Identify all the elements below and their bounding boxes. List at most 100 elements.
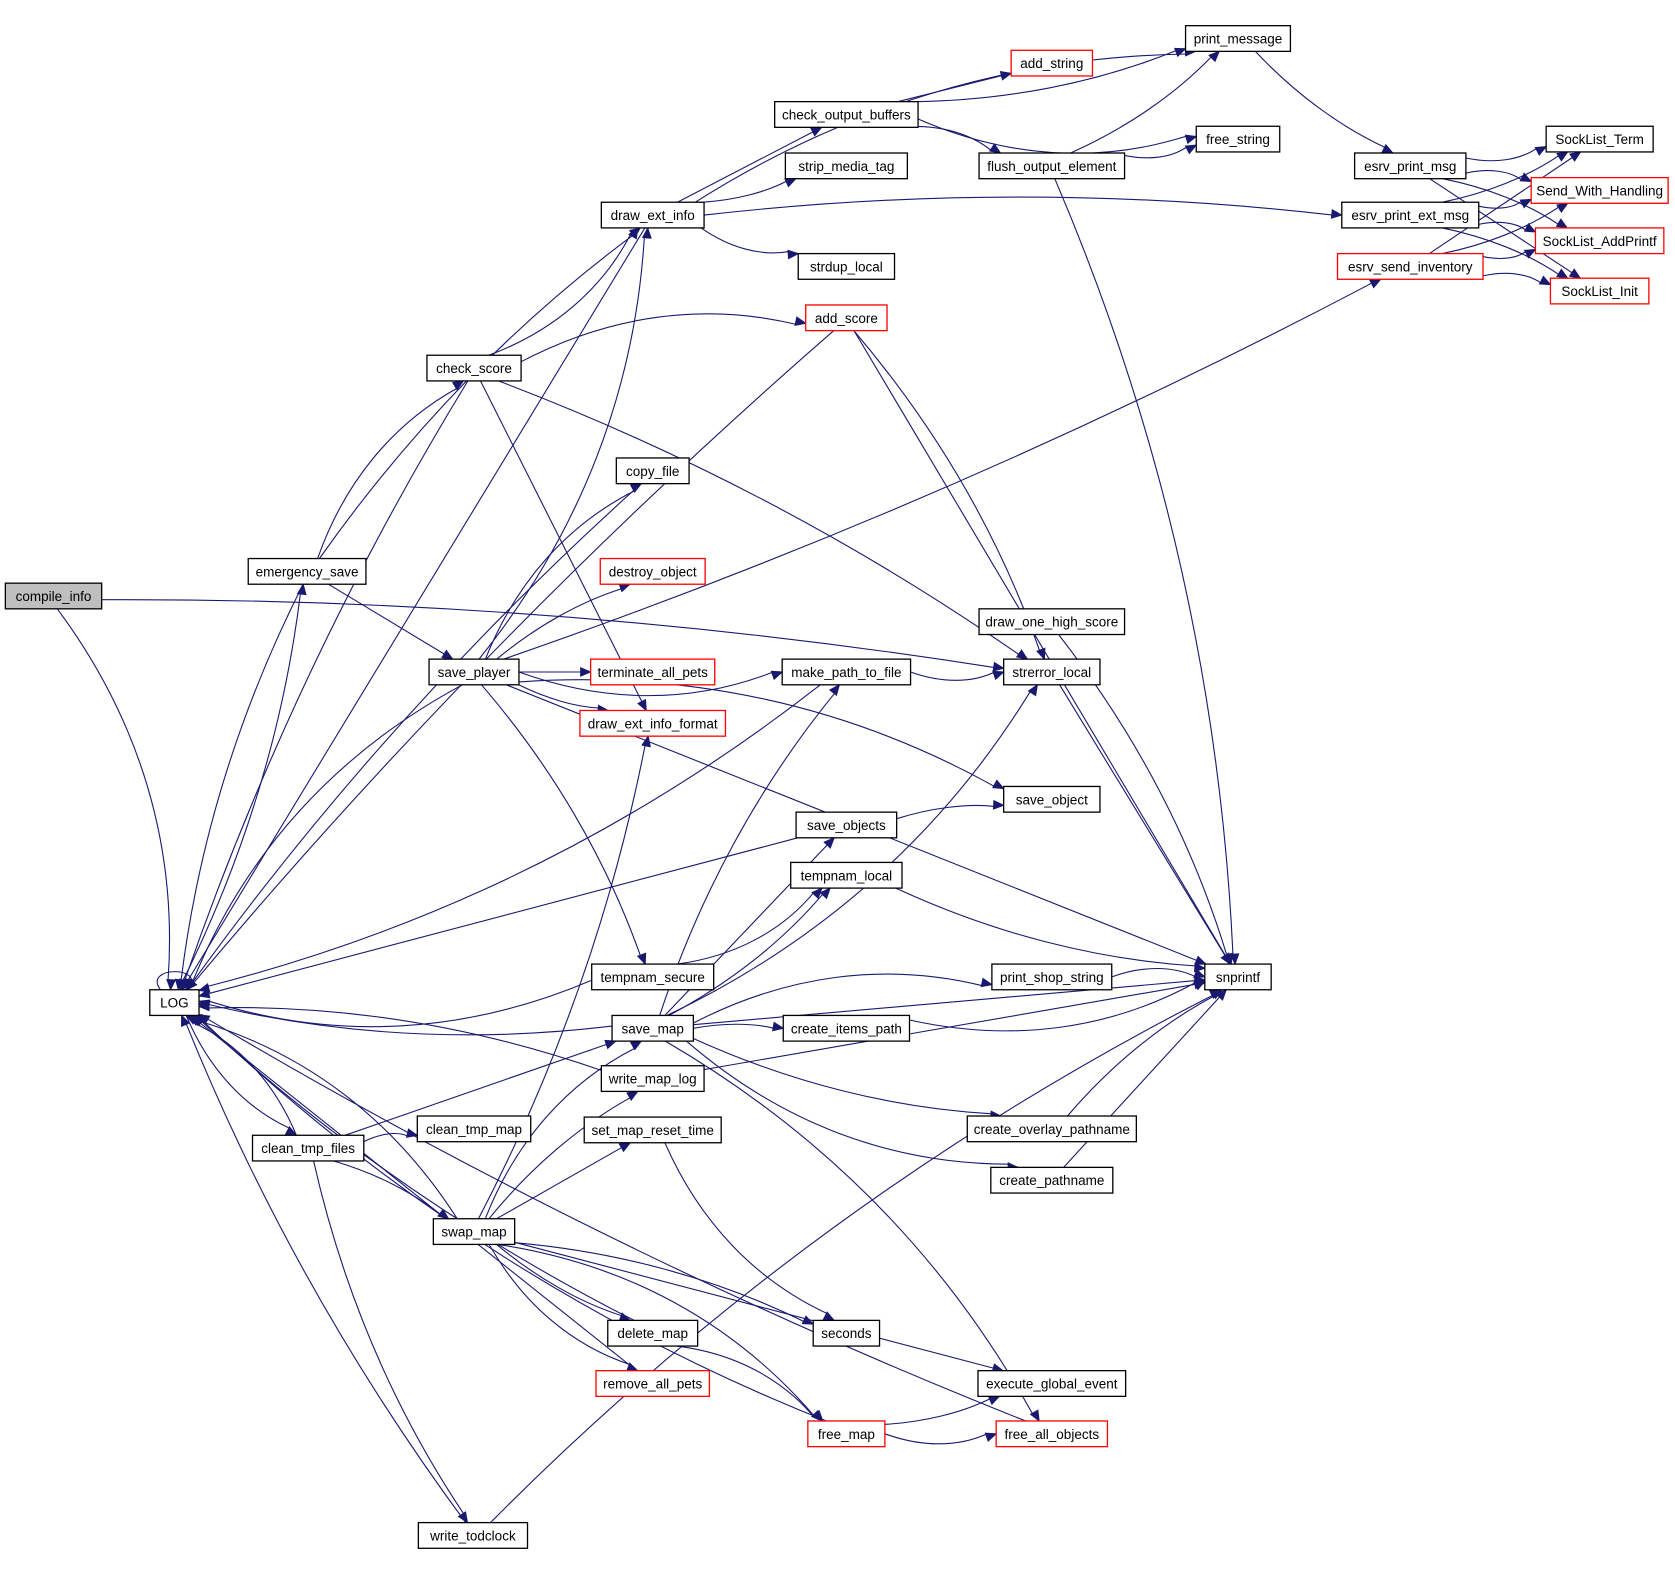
node-free-map[interactable]: free_map <box>807 1420 886 1448</box>
node-create-overlay-pathname[interactable]: create_overlay_pathname <box>966 1115 1137 1143</box>
node-label: save_map <box>622 1021 684 1036</box>
node-copy-file[interactable]: copy_file <box>615 457 690 485</box>
node-make-path-to-file[interactable]: make_path_to_file <box>781 658 912 686</box>
node-box <box>1530 176 1669 204</box>
node-seconds[interactable]: seconds <box>812 1319 881 1347</box>
node-box <box>1341 201 1480 229</box>
arrowhead-icon <box>819 887 831 900</box>
node-emergency-save[interactable]: emergency_save <box>247 557 367 585</box>
node-label: esrv_send_inventory <box>1348 259 1473 274</box>
edge-line <box>895 887 1197 967</box>
arrowhead-icon <box>984 1432 998 1442</box>
arrowhead-icon <box>823 836 836 849</box>
node-terminate-all-pets[interactable]: terminate_all_pets <box>589 658 716 686</box>
edge-line <box>1478 200 1523 209</box>
node-tempnam-local[interactable]: tempnam_local <box>790 861 903 889</box>
edge-esrv-print-ext-msg-to-send-with-handling <box>1478 198 1533 209</box>
node-tempnam-secure[interactable]: tempnam_secure <box>591 963 715 991</box>
node-snprintf[interactable]: snprintf <box>1204 963 1272 991</box>
node-box <box>428 658 520 686</box>
node-swap-map[interactable]: swap_map <box>432 1218 516 1246</box>
node-compile-info[interactable]: compile_info <box>4 582 103 610</box>
node-socklist-init[interactable]: SockList_Init <box>1549 277 1650 305</box>
node-add-string[interactable]: add_string <box>1010 49 1094 77</box>
edge-set-map-reset-time-to-seconds <box>664 1142 836 1321</box>
node-box <box>995 1420 1109 1448</box>
arrowhead-icon <box>1184 134 1198 145</box>
edge-esrv-print-msg-to-socklist-init <box>1429 178 1582 279</box>
arrowhead-icon <box>980 977 994 988</box>
node-box <box>251 1134 365 1162</box>
node-execute-global-event[interactable]: execute_global_event <box>977 1370 1127 1398</box>
node-box <box>589 658 716 686</box>
node-box <box>990 1166 1114 1194</box>
node-draw-one-high-score[interactable]: draw_one_high_score <box>978 608 1126 636</box>
edge-line <box>177 592 302 991</box>
arrowhead-icon <box>1556 202 1569 214</box>
node-print-shop-string[interactable]: print_shop_string <box>991 963 1113 991</box>
arrowhead-icon <box>784 178 798 188</box>
arrowhead-icon <box>197 1001 210 1012</box>
arrowhead-icon <box>992 779 1005 790</box>
node-clean-tmp-files[interactable]: clean_tmp_files <box>251 1134 365 1162</box>
arrowhead-icon <box>828 683 841 697</box>
node-check-score[interactable]: check_score <box>426 354 522 382</box>
node-set-map-reset-time[interactable]: set_map_reset_time <box>583 1116 722 1144</box>
node-log[interactable]: LOG <box>149 989 200 1017</box>
arrowhead-icon <box>1555 218 1569 229</box>
node-delete-map[interactable]: delete_map <box>607 1319 699 1347</box>
arrowhead-icon <box>1193 968 1207 979</box>
node-write-todclock[interactable]: write_todclock <box>417 1521 529 1549</box>
node-save-map[interactable]: save_map <box>611 1014 695 1042</box>
arrowhead-icon <box>794 316 807 326</box>
node-free-all-objects[interactable]: free_all_objects <box>995 1420 1109 1448</box>
node-socklist-term[interactable]: SockList_Term <box>1545 125 1654 153</box>
edge-line <box>703 180 788 203</box>
node-esrv-print-ext-msg[interactable]: esrv_print_ext_msg <box>1341 201 1480 229</box>
edge-line <box>488 1244 631 1366</box>
arrowhead-icon <box>1036 647 1046 661</box>
node-save-objects[interactable]: save_objects <box>795 811 898 839</box>
arrowhead-icon <box>992 661 1005 672</box>
node-box <box>1184 25 1292 53</box>
node-destroy-object[interactable]: destroy_object <box>599 557 706 585</box>
node-flush-output-element[interactable]: flush_output_element <box>978 152 1126 180</box>
node-label: SockList_Init <box>1561 284 1638 299</box>
node-draw-ext-info-format[interactable]: draw_ext_info_format <box>579 709 727 737</box>
node-label: strip_media_tag <box>798 159 894 174</box>
edge-line <box>1063 996 1221 1168</box>
node-socklist-addprintf[interactable]: SockList_AddPrintf <box>1534 227 1665 255</box>
arrowhead-icon <box>988 143 1002 154</box>
edge-line <box>200 1020 635 1321</box>
node-create-items-path[interactable]: create_items_path <box>782 1014 911 1042</box>
node-save-player[interactable]: save_player <box>428 658 520 686</box>
node-box <box>1003 658 1101 686</box>
node-print-message[interactable]: print_message <box>1184 25 1292 53</box>
node-strerror-local[interactable]: strerror_local <box>1003 658 1101 686</box>
node-write-map-log[interactable]: write_map_log <box>600 1065 705 1093</box>
node-box <box>1534 227 1665 255</box>
node-box <box>1353 152 1467 180</box>
node-send-with-handling[interactable]: Send_With_Handling <box>1530 176 1669 204</box>
node-check-output-buffers[interactable]: check_output_buffers <box>774 101 919 128</box>
arrowhead-icon <box>1029 1409 1040 1423</box>
arrowhead-icon <box>1184 144 1198 155</box>
edge-esrv-send-inventory-to-socklist-addprintf <box>1482 248 1537 259</box>
node-free-string[interactable]: free_string <box>1195 125 1281 153</box>
node-esrv-print-msg[interactable]: esrv_print_msg <box>1353 152 1467 180</box>
edge-add-score-to-strerror-local <box>853 330 1046 661</box>
node-strdup-local[interactable]: strdup_local <box>797 252 896 280</box>
edge-line <box>484 489 636 660</box>
node-remove-all-pets[interactable]: remove_all_pets <box>595 1370 711 1398</box>
node-strip-media-tag[interactable]: strip_media_tag <box>784 152 909 180</box>
arrowhead-icon <box>992 799 1005 810</box>
node-esrv-send-inventory[interactable]: esrv_send_inventory <box>1336 252 1484 280</box>
node-label: create_overlay_pathname <box>974 1122 1130 1137</box>
node-label: create_items_path <box>791 1021 902 1036</box>
node-create-pathname[interactable]: create_pathname <box>990 1166 1114 1194</box>
node-clean-tmp-map[interactable]: clean_tmp_map <box>416 1115 532 1143</box>
node-save-object[interactable]: save_object <box>1003 785 1101 813</box>
node-add-score[interactable]: add_score <box>805 304 888 332</box>
edge-swap-map-to-set-map-reset-time <box>496 1142 632 1220</box>
node-draw-ext-info[interactable]: draw_ext_info <box>600 201 705 229</box>
